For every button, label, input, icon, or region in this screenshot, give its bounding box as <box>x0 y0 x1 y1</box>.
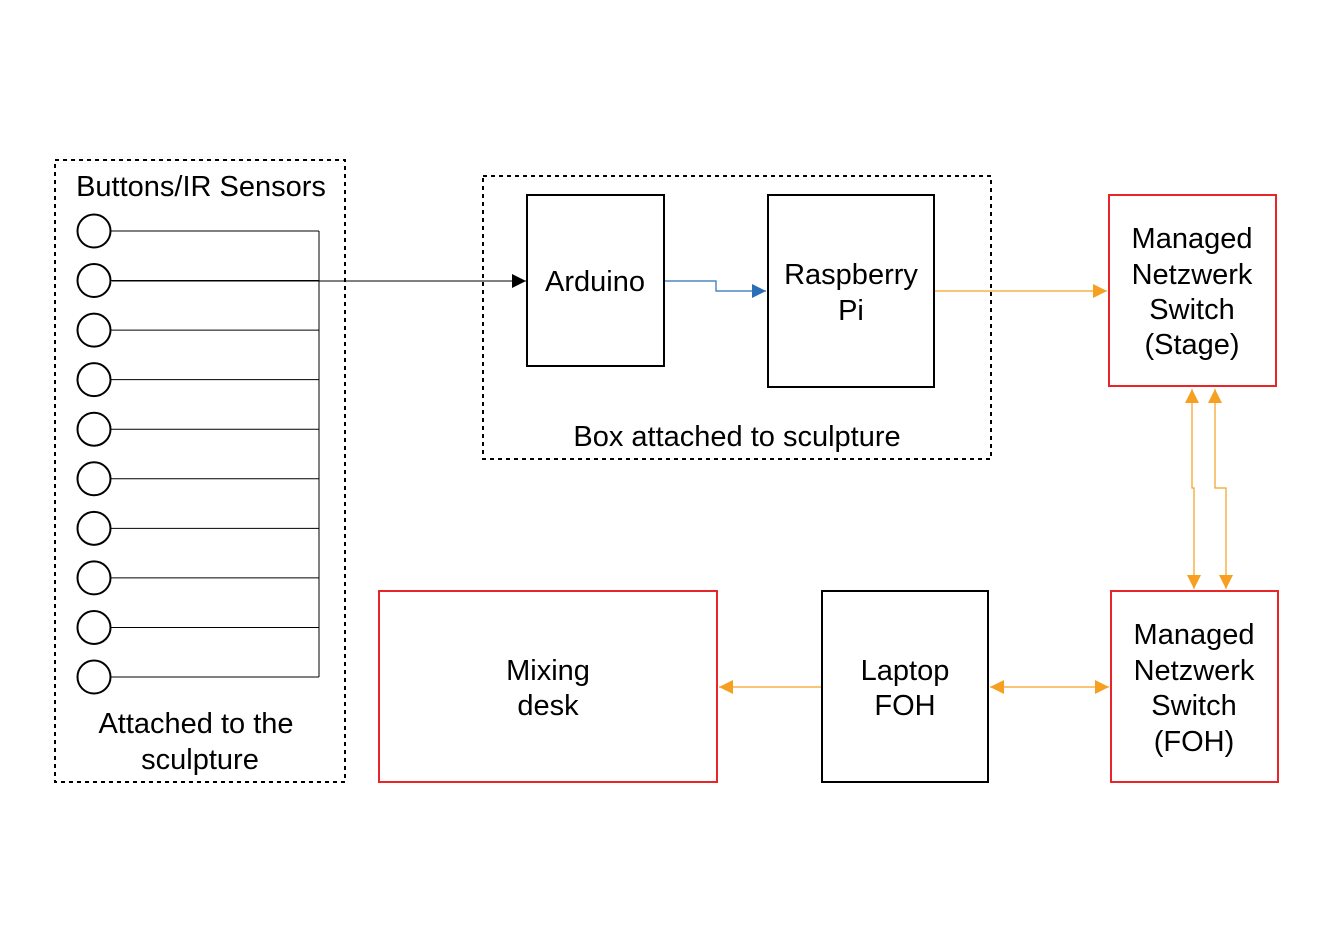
switch-foh-label-line2: Netzwerk <box>1134 655 1255 687</box>
sensor-list <box>76 213 319 695</box>
switch-foh-label-line1: Managed <box>1134 619 1255 651</box>
sensor-circle-icon <box>76 312 112 348</box>
laptop-foh-box <box>821 590 989 783</box>
laptop-foh-label-line1: Laptop <box>861 655 950 687</box>
sensor-group-caption-line1: Attached to the <box>98 708 293 740</box>
sensor-group-border <box>54 159 346 783</box>
sensor-group-caption-line2: sculpture <box>141 744 259 776</box>
sensor-circle-icon <box>76 213 112 249</box>
raspberry-pi-label-line1: Raspberry <box>784 259 918 291</box>
switch-foh-label-line4: (FOH) <box>1154 726 1235 758</box>
arduino-box <box>526 194 665 367</box>
switch-foh-box <box>1110 590 1279 783</box>
mixing-desk-box <box>378 590 718 783</box>
sensor-circle-icon <box>76 659 112 695</box>
laptop-foh-label-line2: FOH <box>874 690 935 722</box>
sensor-circle-icon <box>76 609 112 645</box>
arduino-to-pi-wire <box>665 280 766 298</box>
switch-link-b <box>1208 389 1233 589</box>
sensor-circle-icon <box>76 461 112 497</box>
raspberry-pi-label-line2: Pi <box>838 295 864 327</box>
box-group-caption: Box attached to sculpture <box>573 421 900 453</box>
sensor-circle-icon <box>76 560 112 596</box>
laptop-foh-node: Laptop FOH <box>821 590 989 783</box>
mixing-desk-node: Mixing desk <box>378 590 718 783</box>
raspberry-pi-node: Raspberry Pi <box>767 194 935 388</box>
switch-stage-label-line2: Netzwerk <box>1132 259 1253 291</box>
switch-foh-label-line3: Switch <box>1151 690 1236 722</box>
switch-stage-box <box>1108 194 1277 387</box>
switch-stage-node: Managed Netzwerk Switch (Stage) <box>1108 194 1277 387</box>
sensor-group-title: Buttons/IR Sensors <box>76 171 326 203</box>
switch-link-a <box>1185 389 1201 589</box>
connections <box>112 274 1233 694</box>
arduino-node: Arduino <box>526 194 665 367</box>
sensor-circle-icon <box>76 411 112 447</box>
sensor-circle-icon <box>76 362 112 398</box>
sensor-group: Buttons/IR Sensors Attached to the sculp… <box>54 159 346 783</box>
arduino-label: Arduino <box>545 266 645 298</box>
switch-foh-node: Managed Netzwerk Switch (FOH) <box>1110 590 1279 783</box>
sensor-circle-icon <box>76 263 112 299</box>
box-group: Box attached to sculpture <box>482 175 992 460</box>
box-group-border <box>482 175 992 460</box>
raspberry-pi-box <box>767 194 935 388</box>
switch-stage-label-line1: Managed <box>1132 223 1253 255</box>
switch-stage-label-line4: (Stage) <box>1144 329 1239 361</box>
switch-stage-label-line3: Switch <box>1149 294 1234 326</box>
sensor-circle-icon <box>76 510 112 546</box>
mixing-desk-label-line2: desk <box>517 690 579 722</box>
mixing-desk-label-line1: Mixing <box>506 655 590 687</box>
